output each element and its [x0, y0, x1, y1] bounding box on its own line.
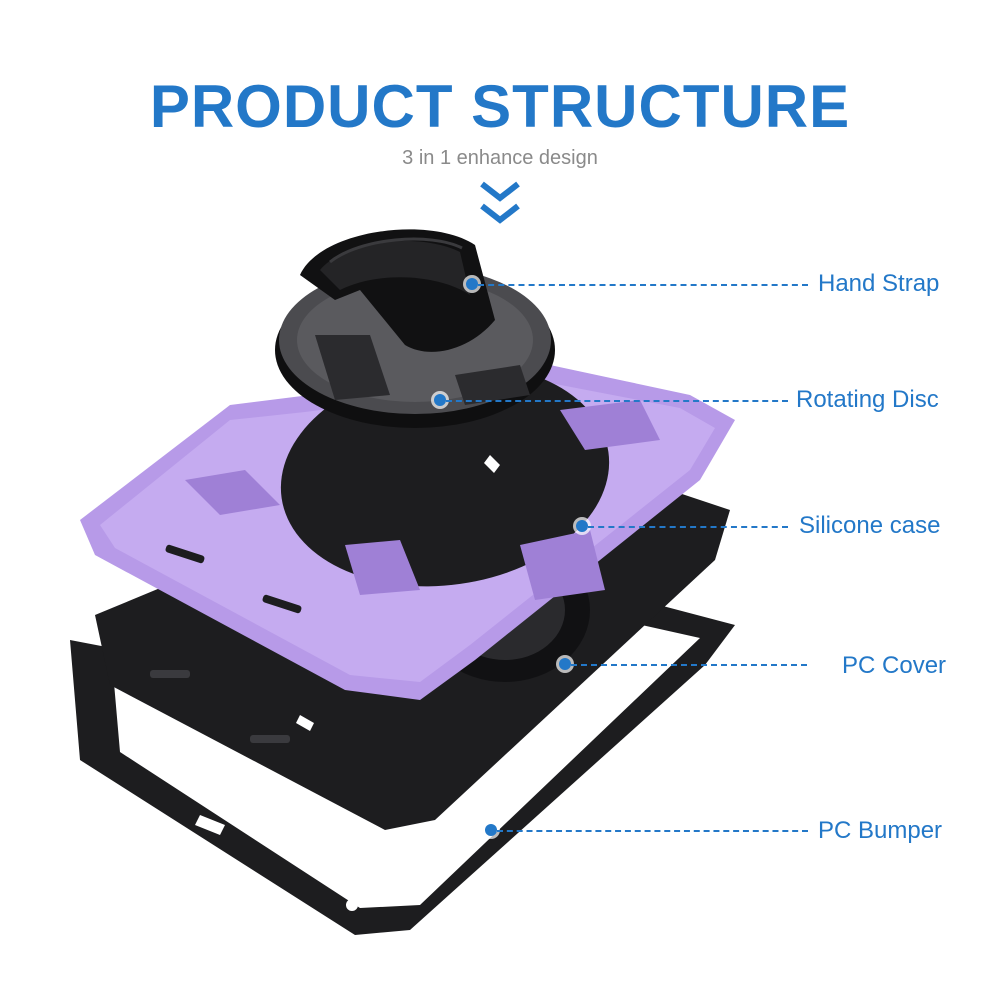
double-chevron-down-icon — [480, 181, 520, 224]
pc-cover-label: PC Cover — [842, 652, 947, 679]
hand-strap-marker — [466, 278, 478, 290]
page-title: PRODUCT STRUCTURE — [149, 73, 851, 140]
rotating-disc-marker — [434, 394, 446, 406]
rotating-disc-leader-line — [446, 400, 788, 402]
pc-bumper-leader-line — [497, 830, 808, 832]
silicone-case-marker — [576, 520, 588, 532]
silicone-case-leader-line — [588, 526, 788, 528]
pc-cover-leader-line — [571, 664, 807, 666]
page-subtitle: 3 in 1 enhance design — [402, 147, 598, 169]
pc-bumper-marker — [485, 824, 497, 836]
hand-strap-label: Hand Strap — [818, 270, 940, 297]
silicone-case-label: Silicone case — [799, 512, 941, 539]
hand-strap — [300, 229, 495, 352]
rotating-disc-label: Rotating Disc — [796, 386, 939, 413]
hand-strap-leader-line — [478, 284, 808, 286]
pc-cover-marker — [559, 658, 571, 670]
pc-bumper-label: PC Bumper — [818, 817, 943, 844]
